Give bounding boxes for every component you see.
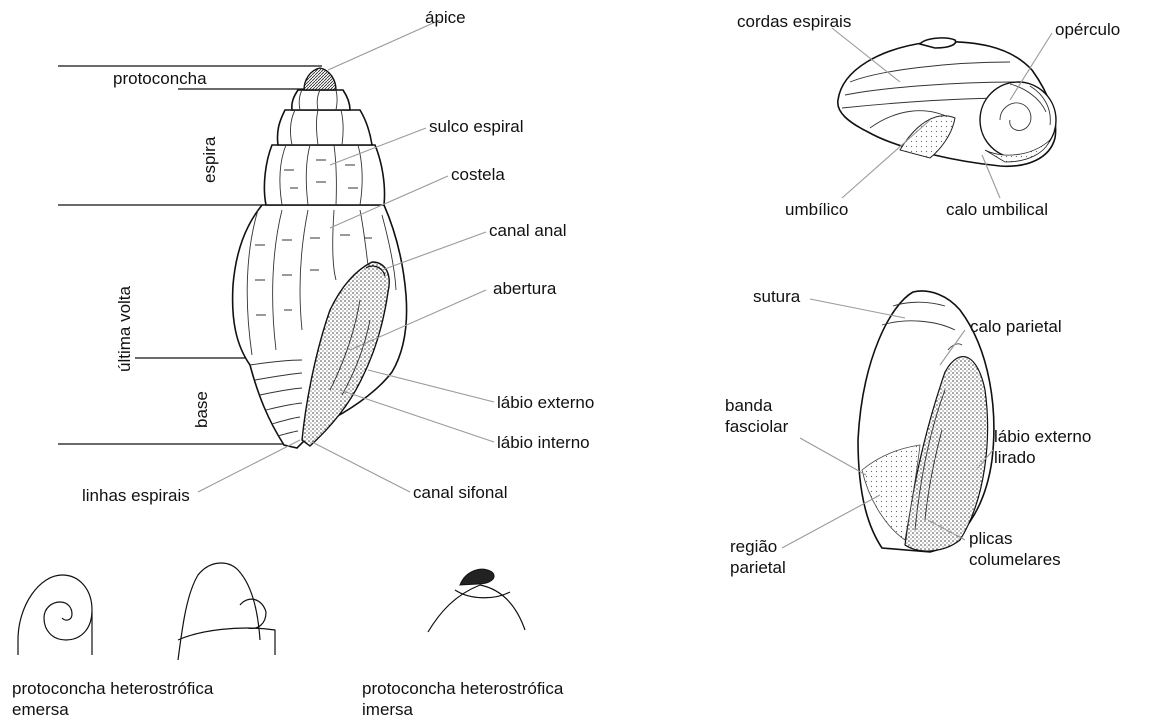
label-linhas-espirais: linhas espirais [82,486,190,506]
label-canal-sifonal: canal sifonal [413,483,508,503]
protoconch-drawing [304,68,336,90]
spire-whorl-3 [264,145,384,205]
protoconch-sketches [18,563,525,660]
label-espira: espira [200,137,220,183]
label-protoconcha: protoconcha [113,69,207,89]
label-plicas-line1: plicas [969,529,1012,549]
heterostrophic-coil-sketch [18,575,92,640]
label-calo-parietal: calo parietal [970,317,1062,337]
label-calo-umbilical: calo umbilical [946,200,1048,220]
main-shell-drawing [58,66,407,448]
spire-whorl-2 [277,110,372,145]
label-fasciolar-line2: fasciolar [725,417,788,437]
label-emersa-line2: emersa [12,700,69,720]
label-sulco-espiral: sulco espiral [429,117,524,137]
label-parietal-line2: parietal [730,558,786,578]
label-imersa-line2: imersa [362,700,413,720]
label-proto-imersa-line1: protoconcha heterostrófica [362,679,563,699]
umbilicate-shell-drawing [838,38,1056,166]
label-ultima-volta: última volta [115,286,135,372]
label-base: base [192,391,212,428]
label-proto-emersa-line1: protoconcha heterostrófica [12,679,213,699]
label-labio-interno: lábio interno [497,433,590,453]
label-regiao-line1: região [730,537,777,557]
label-abertura: abertura [493,279,556,299]
label-umbilico: umbílico [785,200,848,220]
label-apice: ápice [425,8,466,28]
label-sutura: sutura [753,287,800,307]
label-columelares-line2: columelares [969,550,1061,570]
label-canal-anal: canal anal [489,221,567,241]
label-banda-line1: banda [725,396,772,416]
label-labio-externo-lirado-line1: lábio externo [994,427,1091,447]
emersa-whorl-sketch [178,563,260,660]
label-lirado-line2: lirado [994,448,1036,468]
label-cordas-espirais: cordas espirais [737,12,851,32]
label-costela: costela [451,165,505,185]
label-labio-externo: lábio externo [497,393,594,413]
label-operculo: opérculo [1055,20,1120,40]
imersa-whorl-sketch [428,585,525,632]
